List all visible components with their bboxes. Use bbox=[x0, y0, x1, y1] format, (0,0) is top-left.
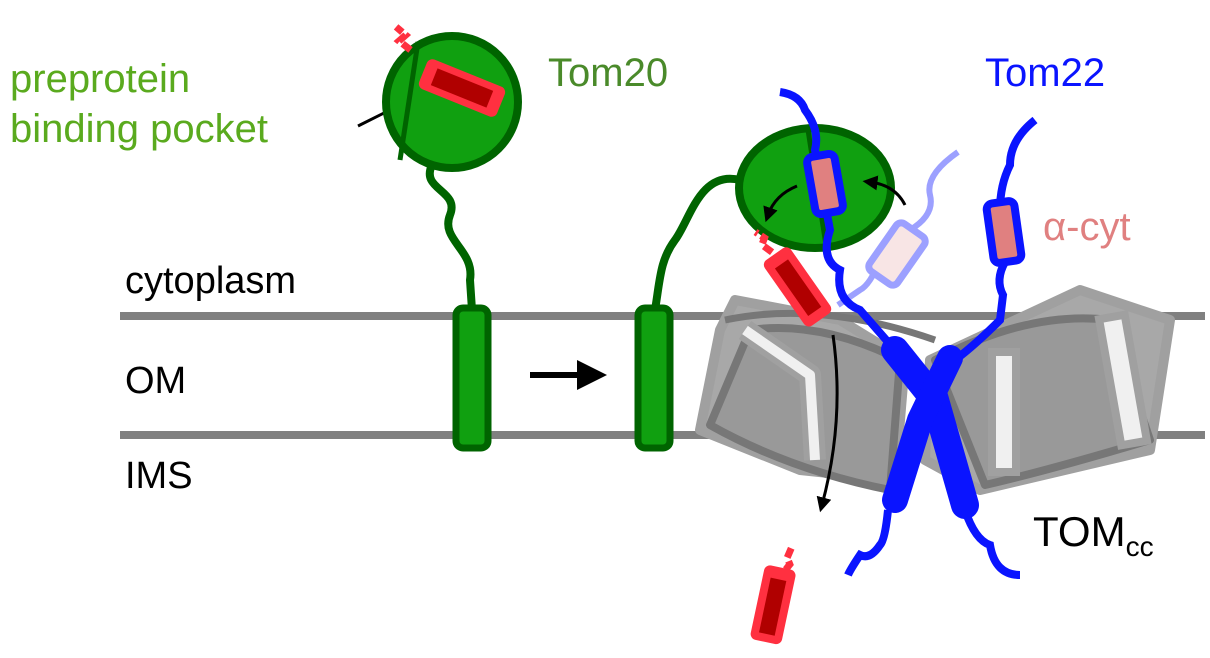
tomcc-label-main: TOM bbox=[1033, 508, 1126, 555]
release-arrow-icon bbox=[763, 184, 798, 223]
tom20-free bbox=[382, 24, 522, 452]
om-label: OM bbox=[125, 360, 186, 402]
alpha-cyt-label: α-cyt bbox=[1043, 205, 1131, 249]
preprotein-imported bbox=[750, 546, 796, 645]
binding-pocket-label-line1: preprotein bbox=[10, 57, 190, 101]
preprotein-entering bbox=[753, 229, 832, 327]
tomcc-label: TOMcc bbox=[1033, 508, 1154, 562]
tom20-label: Tom20 bbox=[548, 51, 668, 95]
bound-presequence bbox=[393, 24, 506, 117]
tom-core-complex bbox=[695, 285, 1175, 495]
tom22-label: Tom22 bbox=[985, 51, 1105, 95]
transfer-arrow-icon bbox=[862, 175, 907, 206]
import-arrow-icon bbox=[816, 334, 839, 513]
cytoplasm-label: cytoplasm bbox=[125, 260, 296, 302]
tom22-chain-b bbox=[844, 345, 963, 577]
tomcc-label-sub: cc bbox=[1126, 531, 1154, 562]
ims-label: IMS bbox=[125, 455, 193, 497]
tom22-chain-c bbox=[952, 116, 1038, 364]
tom22-faded-state bbox=[836, 149, 960, 308]
binding-pocket-label-line2: binding pocket bbox=[10, 107, 268, 151]
